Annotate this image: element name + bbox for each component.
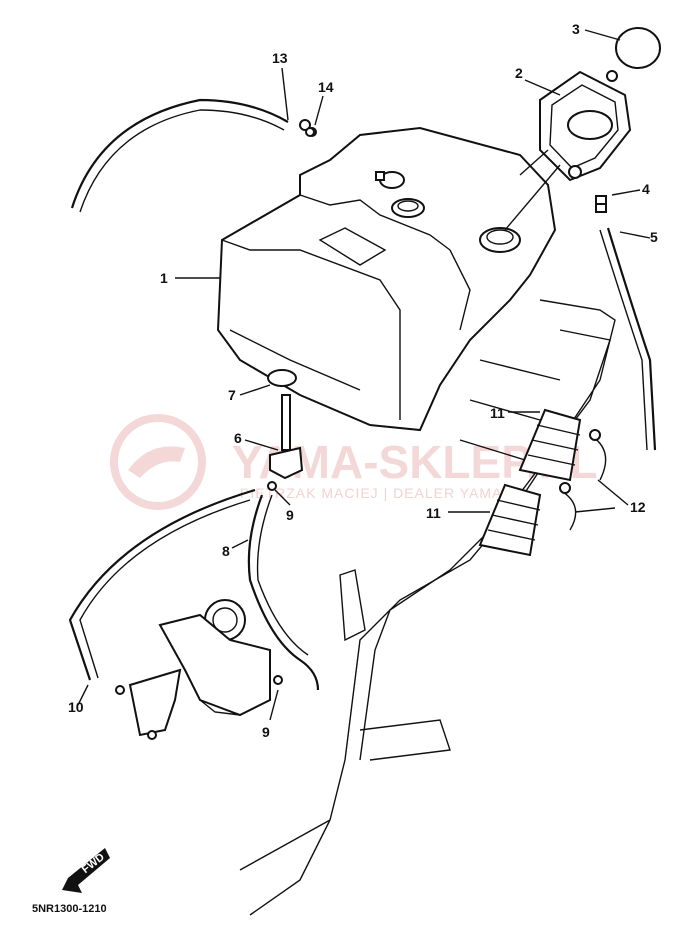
diagram-code: 5NR1300-1210	[32, 903, 107, 915]
fwd-arrow-icon: FWD	[62, 848, 110, 893]
clamp-12-lower	[559, 489, 577, 531]
leader-lines	[77, 29, 651, 721]
filler-neck	[504, 70, 632, 231]
vent-hose	[606, 227, 657, 451]
part-label: 9	[286, 507, 294, 523]
part-label: 3	[572, 21, 580, 37]
part-label: 6	[234, 430, 242, 446]
clip-4	[595, 195, 607, 213]
part-label: 7	[228, 387, 236, 403]
part-label: 11	[426, 505, 441, 521]
clip-9-lower	[273, 675, 283, 685]
hose-13	[70, 98, 289, 209]
part-label: 14	[318, 79, 334, 95]
rubber-boot-upper	[518, 408, 582, 482]
clip-14	[305, 127, 315, 137]
rubber-boot-lower	[478, 483, 542, 557]
fuel-cock	[267, 369, 304, 480]
part-label: 12	[630, 499, 646, 515]
watermark-logo-icon	[110, 414, 206, 510]
carburetor	[115, 599, 271, 740]
part-label: 9	[262, 724, 270, 740]
part-label: 8	[222, 543, 230, 559]
hose-10	[68, 488, 256, 681]
part-label: 4	[642, 181, 650, 197]
part-label: 5	[650, 229, 658, 245]
watermark-subline: PIETRZAK MACIEJ | DEALER YAMAHA	[240, 485, 524, 501]
part-label: 11	[490, 405, 505, 421]
part-label: 1	[160, 270, 168, 286]
fuel-cap	[615, 27, 661, 69]
part-label: 10	[68, 699, 84, 715]
fuel-hose	[247, 494, 320, 691]
part-label: 2	[515, 65, 523, 81]
fuel-tank	[216, 126, 557, 432]
clip-9-upper	[267, 481, 277, 491]
part-labels: 1 2 3 4 5 6 7 8 9 9 10 11 11 12 13 14	[68, 21, 658, 740]
part-label: 13	[272, 50, 288, 66]
